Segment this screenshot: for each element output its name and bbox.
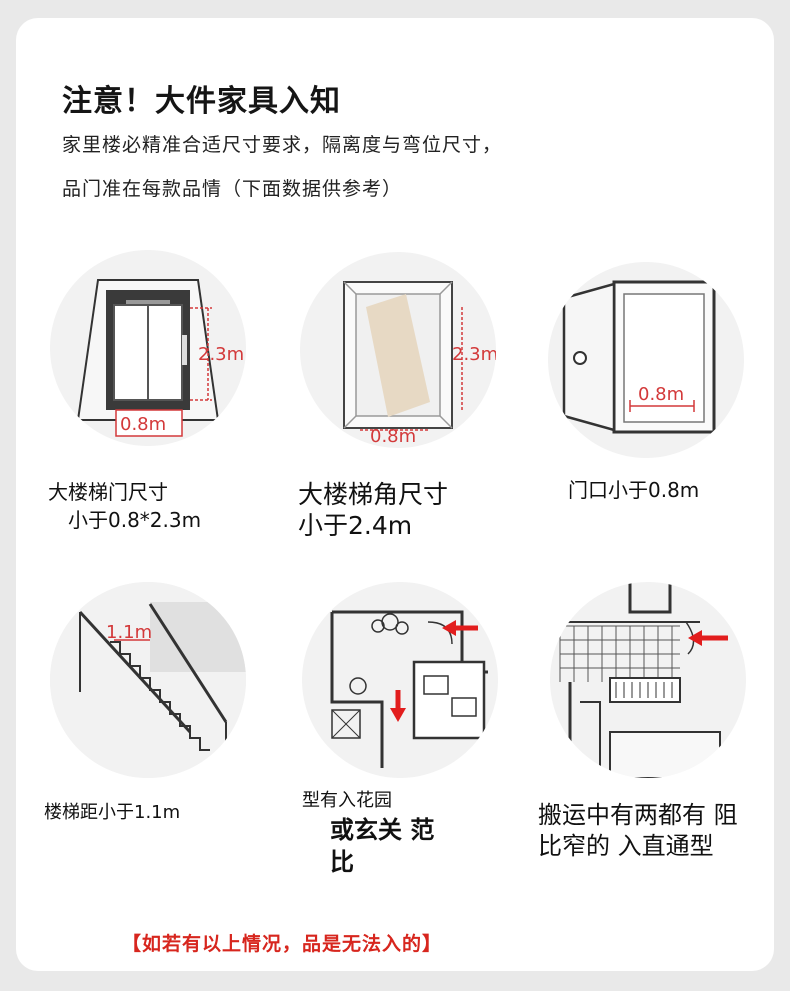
caption-line: 或玄关 范 (330, 816, 435, 844)
caption-corridor: 搬运中有两都有 阻 比窄的 入直通型 (538, 800, 738, 862)
caption-line: 比 (330, 848, 354, 876)
caption-line: 门口小于0.8m (568, 478, 700, 502)
elevator-corner-icon: 2.3m 0.8m (300, 252, 496, 448)
caption-line: 型有入花园 (302, 790, 392, 811)
width-label: 1.1m (106, 622, 152, 643)
corridor-plan-icon (550, 582, 746, 778)
height-label: 2.3m (198, 344, 244, 365)
intro-line-1: 家里楼必精准合适尺寸要求，隔离度与弯位尺寸， (62, 134, 503, 156)
elevator-icon: 2.3m 0.8m (50, 250, 246, 446)
caption-elevator-corner: 大楼梯角尺寸 小于2.4m (298, 479, 448, 541)
warning-note: 【如若有以上情况，品是无法入的】 (122, 933, 443, 955)
width-label: 0.8m (120, 414, 166, 435)
caption-line: 搬运中有两都有 阻 (538, 801, 738, 829)
intro-line-2: 品门准在每款品情（下面数据供参考） (62, 178, 403, 200)
caption-door: 门口小于0.8m (568, 476, 699, 504)
door-icon: 0.8m (548, 262, 744, 458)
caption-line: 小于0.8*2.3m (68, 508, 202, 532)
caption-stairs: 楼梯距小于1.1m (44, 800, 180, 826)
caption-line: 比窄的 入直通型 (538, 832, 714, 860)
width-label: 0.8m (370, 426, 416, 447)
floorplan-entrance-icon (302, 582, 498, 778)
stairs-icon: 1.1m (50, 582, 246, 778)
caption-elevator: 大楼梯门尺寸 小于0.8*2.3m (48, 478, 201, 534)
caption-line: 小于2.4m (298, 511, 413, 540)
info-card (16, 18, 774, 971)
caption-line: 楼梯距小于1.1m (44, 802, 181, 823)
caption-line: 大楼梯门尺寸 (48, 480, 168, 504)
height-label: 2.3m (452, 344, 496, 365)
caption-line: 大楼梯角尺寸 (298, 480, 449, 509)
width-label: 0.8m (638, 384, 684, 405)
page-title: 注意！大件家具入知 (62, 84, 341, 119)
caption-floorplan: 型有入花园 或玄关 范 比 (302, 788, 434, 878)
